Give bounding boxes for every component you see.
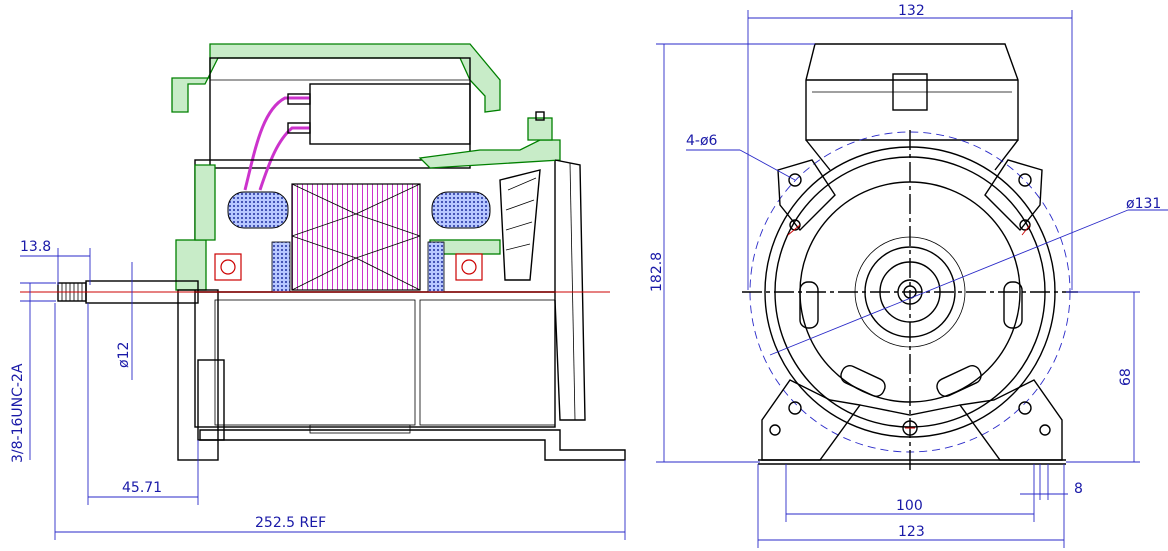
bearing-left [214,253,242,281]
dim-height: 182.8 [649,252,665,292]
end-winding-left [227,191,289,229]
dim-bolt-spacing: 100 [896,498,923,514]
dim-thread-length: 13.8 [20,239,51,255]
cooling-fan [499,169,541,281]
dim-overall-length: 252.5 REF [255,515,326,531]
motor-frame-lower [194,291,556,428]
dim-pilot-diameter: ø131 [1126,196,1161,212]
dim-shaft-height: 68 [1118,368,1134,386]
dim-base-width: 123 [898,524,925,540]
dim-mount-holes: 4-ø6 [686,133,718,149]
front-dimensions: 132 182.8 4-ø6 ø131 68 100 123 8 [649,3,1168,548]
fan-cover [554,159,586,421]
lead-wire [243,96,310,191]
terminal-box-housing [171,43,501,113]
dim-width: 132 [898,3,925,19]
dim-shaft-to-flange: 45.71 [122,480,162,496]
dim-slot-width: 8 [1074,481,1083,497]
terminal-box-inner [209,57,471,169]
mount-lug-tl [777,159,836,232]
stator-core [291,183,421,291]
mount-lug-tr [984,159,1043,232]
foot-right [958,379,1063,461]
side-view [20,43,626,461]
lifting-eye [527,117,553,141]
capacitor [309,83,471,145]
dim-thread-spec: 3/8-16UNC-2A [10,363,26,463]
dim-shaft-diameter: ø12 [116,342,132,368]
foot-left [761,379,862,461]
base-foot [199,429,626,461]
end-winding-right [431,191,491,229]
bearing-right [455,253,483,281]
side-dimensions: 13.8 3/8-16UNC-2A ø12 45.71 252.5 REF [10,239,626,540]
front-view [742,43,1078,470]
